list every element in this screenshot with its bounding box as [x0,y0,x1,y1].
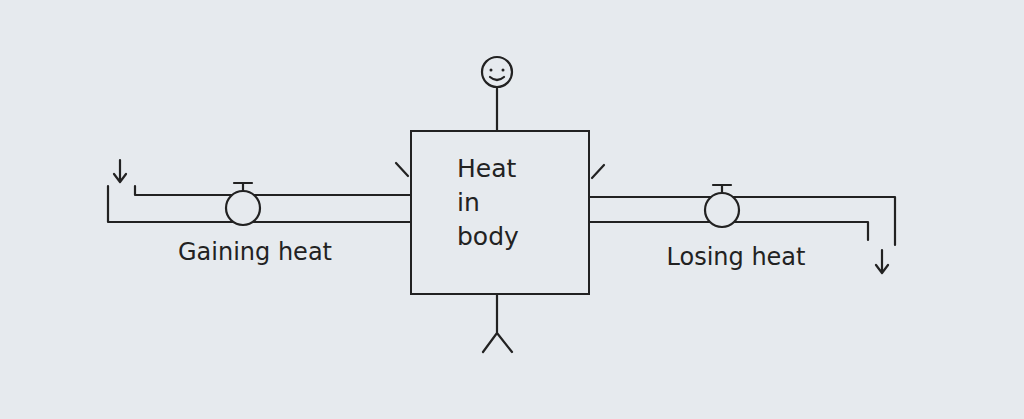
flow-label: Losing heat [664,243,809,271]
figure-eyes [491,69,503,72]
figure-head [482,57,512,87]
flow-label: Gaining heat [175,238,335,266]
body-box: Heat in body [410,130,590,295]
figure-arm [592,165,604,178]
outflow-valve [705,193,739,227]
inflow-valve-handle [234,183,252,191]
box-text: Heat in body [457,152,537,253]
outflow-valve-handle [713,185,731,193]
figure-neck [496,87,498,130]
figure-arm [396,163,408,176]
inflow-arrow [114,160,126,182]
inflow-valve [226,191,260,225]
figure-legs [483,295,512,352]
outflow-pipe [590,197,895,245]
outflow-arrow [876,250,888,273]
figure-smile [490,77,504,80]
